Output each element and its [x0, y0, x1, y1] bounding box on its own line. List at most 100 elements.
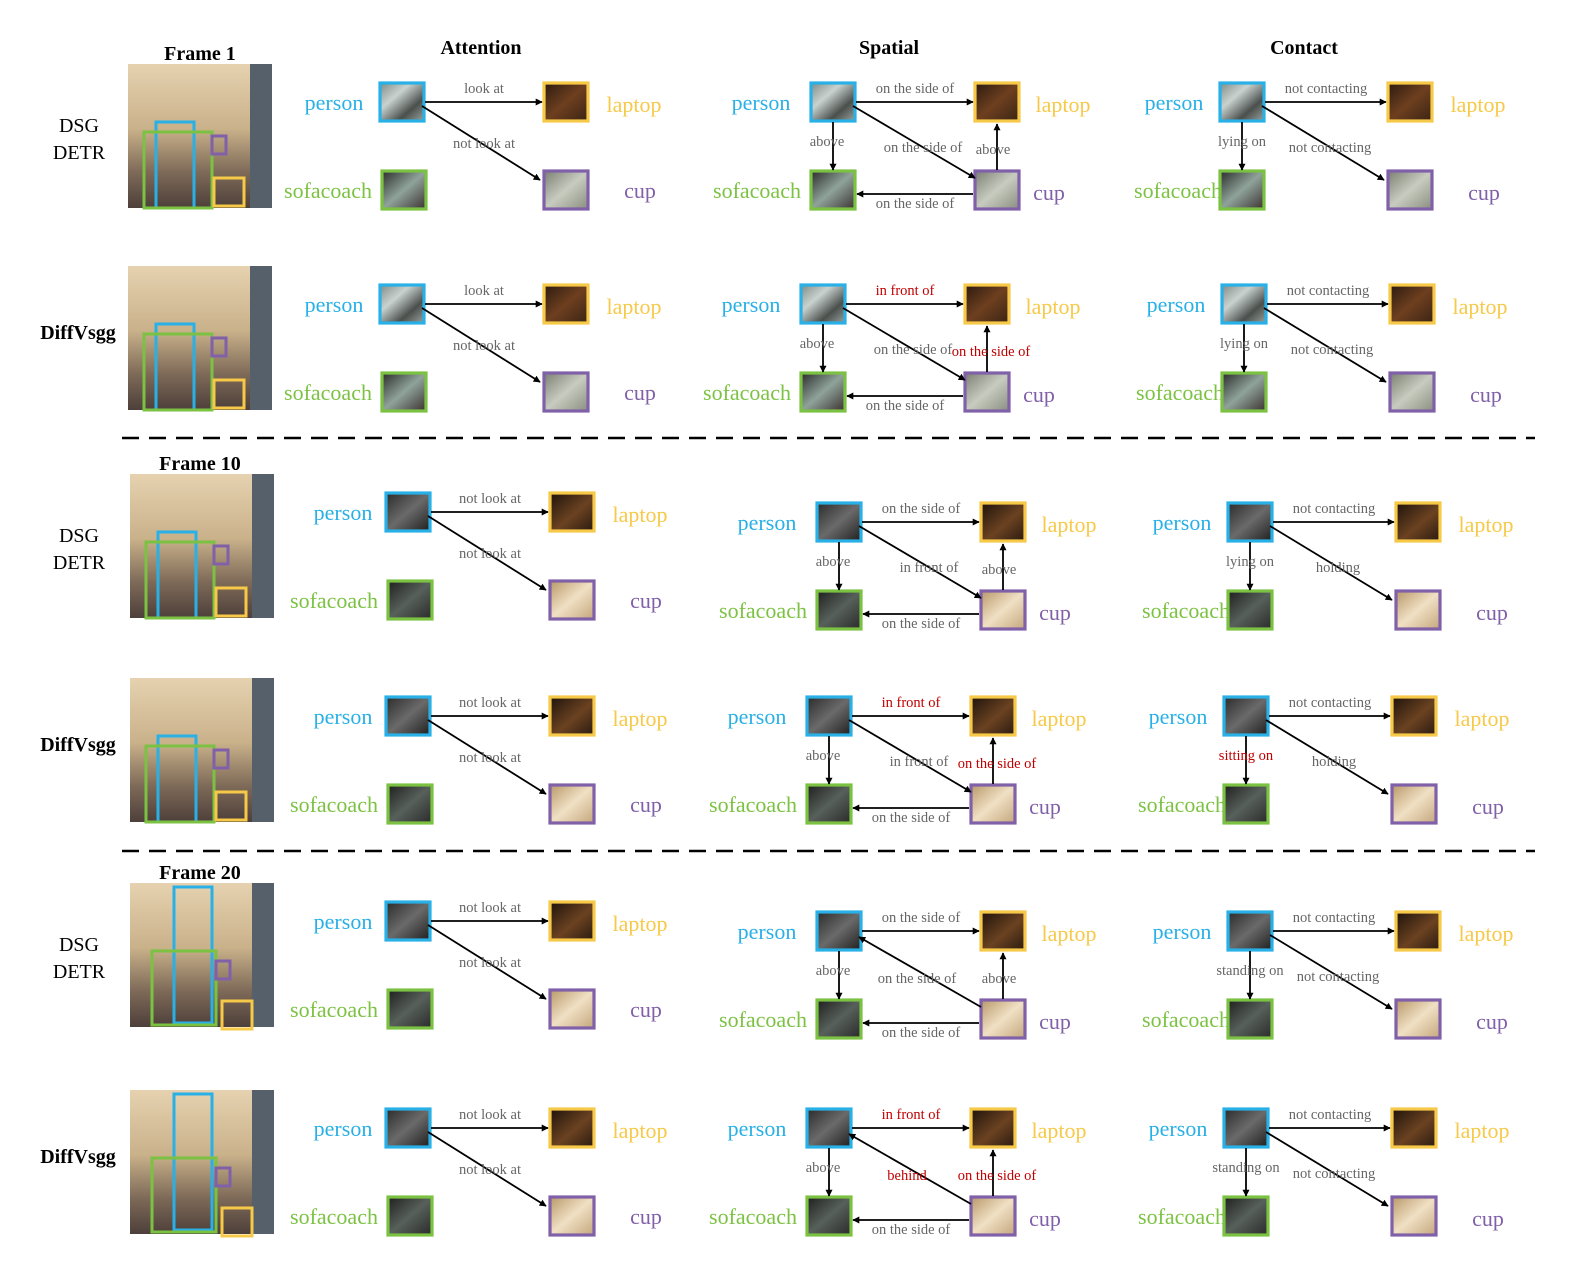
- spatial-relation-person-laptop: on the side of: [876, 81, 955, 97]
- relation-arrow: [858, 936, 982, 1008]
- person-node-thumbnail: [384, 900, 432, 942]
- relation-arrow: [1269, 934, 1393, 1010]
- frame-image-edge: [252, 474, 274, 618]
- laptop-box: [220, 1206, 254, 1238]
- person-node-thumbnail: [384, 491, 432, 533]
- laptop-label: laptop: [1453, 294, 1508, 319]
- person-node-thumbnail: [378, 283, 426, 325]
- frame-image-edge: [252, 678, 274, 822]
- spatial-relation-person-cup: in front of: [900, 560, 959, 576]
- sofacoach-label: sofacoach: [1142, 1007, 1230, 1032]
- spatial-relation-cup-sofacoach: on the side of: [876, 196, 955, 212]
- laptop-node-thumbnail: [1394, 501, 1442, 543]
- cup-node-thumbnail: [1390, 783, 1438, 825]
- frame-image: [128, 64, 272, 208]
- video-frame: [130, 474, 274, 620]
- person-node-thumbnail: [1222, 695, 1270, 737]
- sofacoach-label: sofacoach: [290, 997, 378, 1022]
- cup-node-thumbnail: [548, 783, 596, 825]
- sofacoach-box: [142, 332, 214, 412]
- cup-box: [210, 336, 228, 358]
- spatial-relation-cup-sofacoach: on the side of: [882, 616, 961, 632]
- laptop-node-thumbnail: [548, 695, 596, 737]
- cup-label: cup: [630, 588, 662, 613]
- laptop-node-thumbnail: [542, 81, 590, 123]
- method-label: DETR: [53, 552, 106, 574]
- laptop-node-thumbnail: [548, 491, 596, 533]
- attention-relation-cup: not look at: [459, 750, 521, 766]
- laptop-label: laptop: [607, 294, 662, 319]
- sofacoach-label: sofacoach: [1136, 380, 1224, 405]
- attention-relation-laptop: not look at: [459, 695, 521, 711]
- sofacoach-node-thumbnail: [386, 1195, 434, 1237]
- sofacoach-node-thumbnail: [815, 589, 863, 631]
- cup-box: [210, 134, 228, 156]
- cup-label: cup: [630, 1204, 662, 1229]
- cup-label: cup: [1039, 600, 1071, 625]
- sofacoach-label: sofacoach: [719, 1007, 807, 1032]
- relation-arrow: [1269, 525, 1393, 601]
- cup-label: cup: [1039, 1009, 1071, 1034]
- sofacoach-label: sofacoach: [709, 792, 797, 817]
- cup-node-thumbnail: [1390, 1195, 1438, 1237]
- cup-label: cup: [1033, 180, 1065, 205]
- spatial-relation-cup-laptop: on the side of: [952, 344, 1031, 360]
- relation-arrow: [1265, 719, 1389, 795]
- spatial-relation-cup-laptop: above: [976, 142, 1011, 158]
- contact-relation-person-sofacoach: standing on: [1216, 963, 1284, 979]
- spatial-relation-cup-person: on the side of: [878, 971, 957, 987]
- laptop-node-thumbnail: [969, 1107, 1017, 1149]
- cup-label: cup: [1023, 382, 1055, 407]
- cup-node-thumbnail: [548, 988, 596, 1030]
- laptop-label: laptop: [613, 1118, 668, 1143]
- laptop-label: laptop: [1455, 706, 1510, 731]
- cup-label: cup: [624, 380, 656, 405]
- cup-label: cup: [624, 178, 656, 203]
- person-node-thumbnail: [378, 81, 426, 123]
- frame-label: Frame 1: [164, 43, 236, 65]
- cup-label: cup: [1470, 382, 1502, 407]
- contact-relation-person-cup: not contacting: [1297, 969, 1380, 985]
- cup-box: [212, 544, 230, 566]
- person-label: person: [314, 500, 373, 525]
- contact-relation-person-sofacoach: lying on: [1226, 554, 1275, 570]
- sofacoach-box: [142, 130, 214, 210]
- sofacoach-label: sofacoach: [1138, 1204, 1226, 1229]
- cup-label: cup: [630, 792, 662, 817]
- sofacoach-label: sofacoach: [1134, 178, 1222, 203]
- relation-arrow: [427, 1131, 547, 1207]
- spatial-relation-cup-laptop: on the side of: [958, 1168, 1037, 1184]
- spatial-relation-person-sofacoach: above: [810, 134, 845, 150]
- sofacoach-node-thumbnail: [805, 783, 853, 825]
- attention-relation-cup: not look at: [453, 338, 515, 354]
- cup-label: cup: [1472, 794, 1504, 819]
- spatial-relation-person-cup: on the side of: [874, 342, 953, 358]
- person-label: person: [728, 704, 787, 729]
- spatial-relation-person-sofacoach: above: [806, 748, 841, 764]
- laptop-node-thumbnail: [1390, 1107, 1438, 1149]
- frame-image: [128, 266, 272, 410]
- attention-relation-laptop: not look at: [459, 491, 521, 507]
- person-label: person: [305, 292, 364, 317]
- laptop-node-thumbnail: [969, 695, 1017, 737]
- sofacoach-node-thumbnail: [799, 371, 847, 413]
- sofacoach-label: sofacoach: [1138, 792, 1226, 817]
- sofacoach-label: sofacoach: [719, 598, 807, 623]
- spatial-relation-person-laptop: in front of: [882, 1107, 941, 1123]
- relation-arrow: [852, 105, 976, 179]
- person-label: person: [1147, 292, 1206, 317]
- sofacoach-node-thumbnail: [380, 371, 428, 413]
- cup-node-thumbnail: [979, 998, 1027, 1040]
- person-label: person: [738, 919, 797, 944]
- cup-box: [214, 1166, 232, 1188]
